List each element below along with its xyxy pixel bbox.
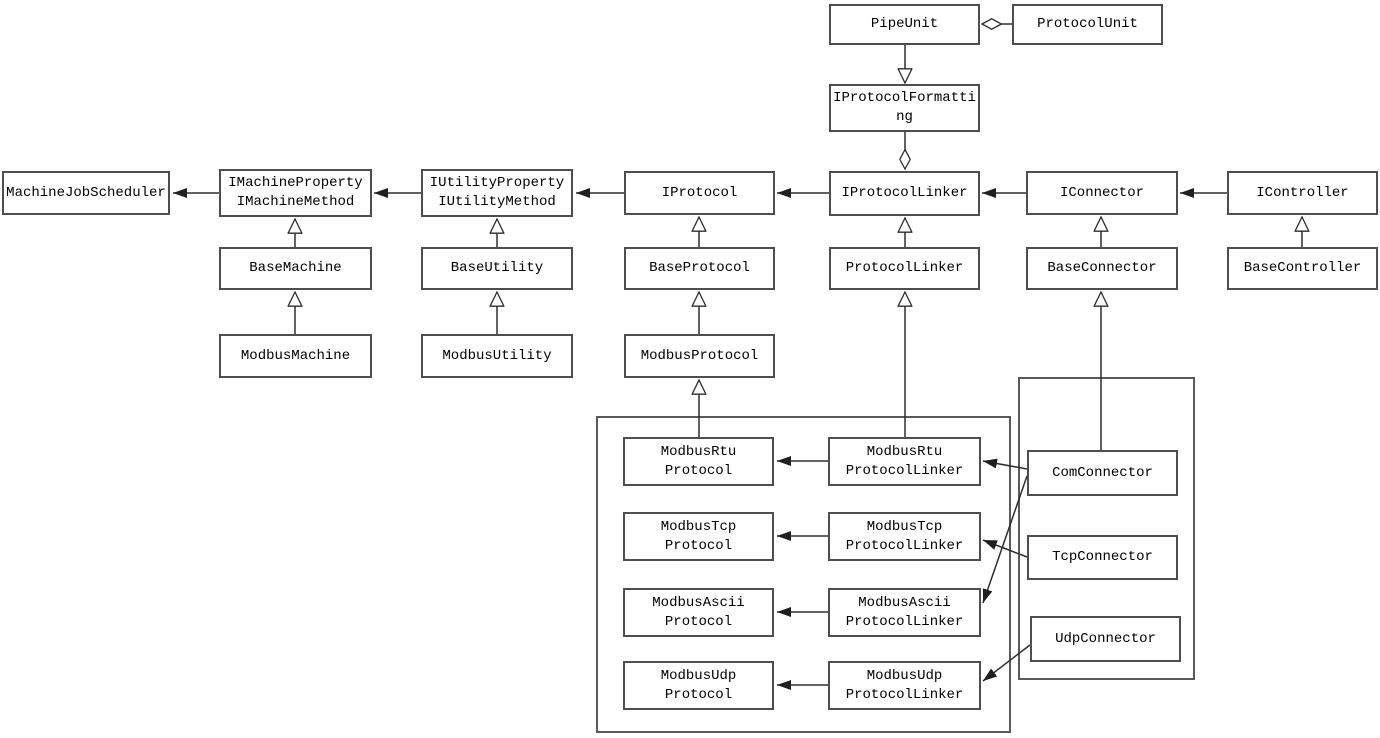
class-name: BaseUtility: [450, 260, 544, 276]
class-box-icontroller: IController: [1227, 171, 1378, 215]
class-name: ProtocolLinker: [845, 686, 964, 703]
modbus-protocol-group-frame: [596, 416, 1011, 733]
class-box-iprotocolformatting: IProtocolFormatti ng: [829, 84, 980, 132]
class-name: IController: [1256, 184, 1349, 201]
class-box-pipeunit: PipeUnit: [829, 4, 980, 45]
class-box-modbustcpprotocol: ModbusTcp Protocol: [623, 512, 774, 561]
class-name: ModbusRtu: [660, 443, 737, 460]
class-box-modbusudpprotocollinker: ModbusUdp ProtocolLinker: [828, 661, 981, 710]
class-name: Protocol: [664, 686, 733, 703]
edge-association-comconnector-to-modbusrtuprotocollinker: [982, 458, 1028, 470]
class-name: IUtilityProperty: [429, 175, 565, 191]
class-box-imachineproperty-imachinemethod: IMachineProperty IMachineMethod: [219, 169, 372, 217]
class-box-iprotocol: IProtocol: [624, 171, 775, 215]
class-name: ProtocolLinker: [845, 537, 964, 554]
class-box-modbusmachine: ModbusMachine: [219, 334, 372, 378]
class-name: Protocol: [664, 613, 733, 630]
class-box-iutilityproperty-iutilitymethod: IUtilityProperty IUtilityMethod: [421, 169, 573, 217]
class-name: MachineJobScheduler: [6, 184, 166, 201]
class-box-comconnector: ComConnector: [1027, 450, 1178, 496]
class-name: ModbusUtility: [442, 347, 552, 364]
class-name: IMachineMethod: [236, 194, 355, 210]
edge-association-udpconnector-to-modbusudpprotocollinker: [982, 644, 1031, 682]
class-name: ComConnector: [1052, 464, 1153, 481]
class-box-modbusrtuprotocollinker: ModbusRtu ProtocolLinker: [828, 437, 981, 486]
class-name: BaseProtocol: [649, 260, 750, 276]
class-box-baseconnector: BaseConnector: [1026, 247, 1178, 290]
class-box-modbusprotocol: ModbusProtocol: [624, 334, 775, 378]
class-name: ModbusMachine: [240, 347, 351, 364]
class-box-basemachine: BaseMachine: [219, 247, 372, 290]
class-name: IConnector: [1059, 184, 1144, 201]
class-name: ModbusTcp: [866, 518, 943, 535]
class-name: Protocol: [664, 537, 733, 554]
class-box-tcpconnector: TcpConnector: [1027, 535, 1178, 580]
class-name: ProtocolLinker: [845, 260, 964, 276]
class-name: BaseMachine: [249, 260, 342, 276]
class-name: TcpConnector: [1052, 549, 1153, 565]
connector-group-frame: [1018, 377, 1195, 680]
class-box-udpconnector: UdpConnector: [1030, 616, 1181, 662]
class-name: ProtocolUnit: [1037, 16, 1138, 32]
class-name: IProtocolLinker: [841, 185, 968, 201]
class-name: IUtilityMethod: [438, 194, 556, 210]
class-box-baseprotocol: BaseProtocol: [624, 247, 775, 290]
class-box-modbusasciiprotocollinker: ModbusAscii ProtocolLinker: [828, 588, 981, 637]
class-name: ModbusAscii: [652, 594, 745, 611]
class-name: Protocol: [664, 462, 733, 479]
class-name: ModbusTcp: [660, 518, 737, 535]
class-name: ModbusAscii: [858, 594, 951, 611]
class-name: BaseConnector: [1047, 260, 1157, 276]
class-name: IProtocolFormatti: [833, 90, 976, 106]
class-name: IProtocol: [661, 184, 738, 201]
class-name: ModbusUdp: [660, 667, 737, 684]
class-name: ProtocolLinker: [845, 613, 964, 630]
class-name: ModbusRtu: [866, 443, 943, 460]
class-box-modbusrtuprotocol: ModbusRtu Protocol: [623, 437, 774, 486]
class-box-protocolunit: ProtocolUnit: [1012, 4, 1163, 45]
class-box-baseutility: BaseUtility: [421, 247, 573, 290]
class-name: ProtocolLinker: [845, 462, 964, 479]
class-box-machinejobscheduler: MachineJobScheduler: [2, 171, 170, 215]
class-box-protocollinker: ProtocolLinker: [829, 247, 980, 290]
class-name: UdpConnector: [1055, 630, 1156, 647]
class-box-modbustcpprotocollinker: ModbusTcp ProtocolLinker: [828, 512, 981, 561]
class-box-iconnector: IConnector: [1026, 171, 1178, 215]
class-name: IMachineProperty: [228, 175, 363, 191]
edge-association-tcpconnector-to-modbustcpprotocollinker: [982, 539, 1028, 558]
class-name: ng: [896, 109, 913, 125]
class-box-modbusutility: ModbusUtility: [421, 334, 573, 378]
class-name: BaseController: [1243, 260, 1362, 276]
class-box-modbusasciiprotocol: ModbusAscii Protocol: [623, 588, 774, 637]
edge-association-comconnector-to-modbusasciiprotocollinker: [982, 475, 1028, 604]
class-name: PipeUnit: [870, 16, 939, 32]
class-name: ModbusUdp: [866, 667, 943, 684]
class-box-basecontroller: BaseController: [1227, 247, 1378, 290]
class-box-modbusudpprotocol: ModbusUdp Protocol: [623, 661, 774, 710]
class-box-iprotocollinker: IProtocolLinker: [829, 171, 980, 216]
class-name: ModbusProtocol: [640, 347, 759, 364]
